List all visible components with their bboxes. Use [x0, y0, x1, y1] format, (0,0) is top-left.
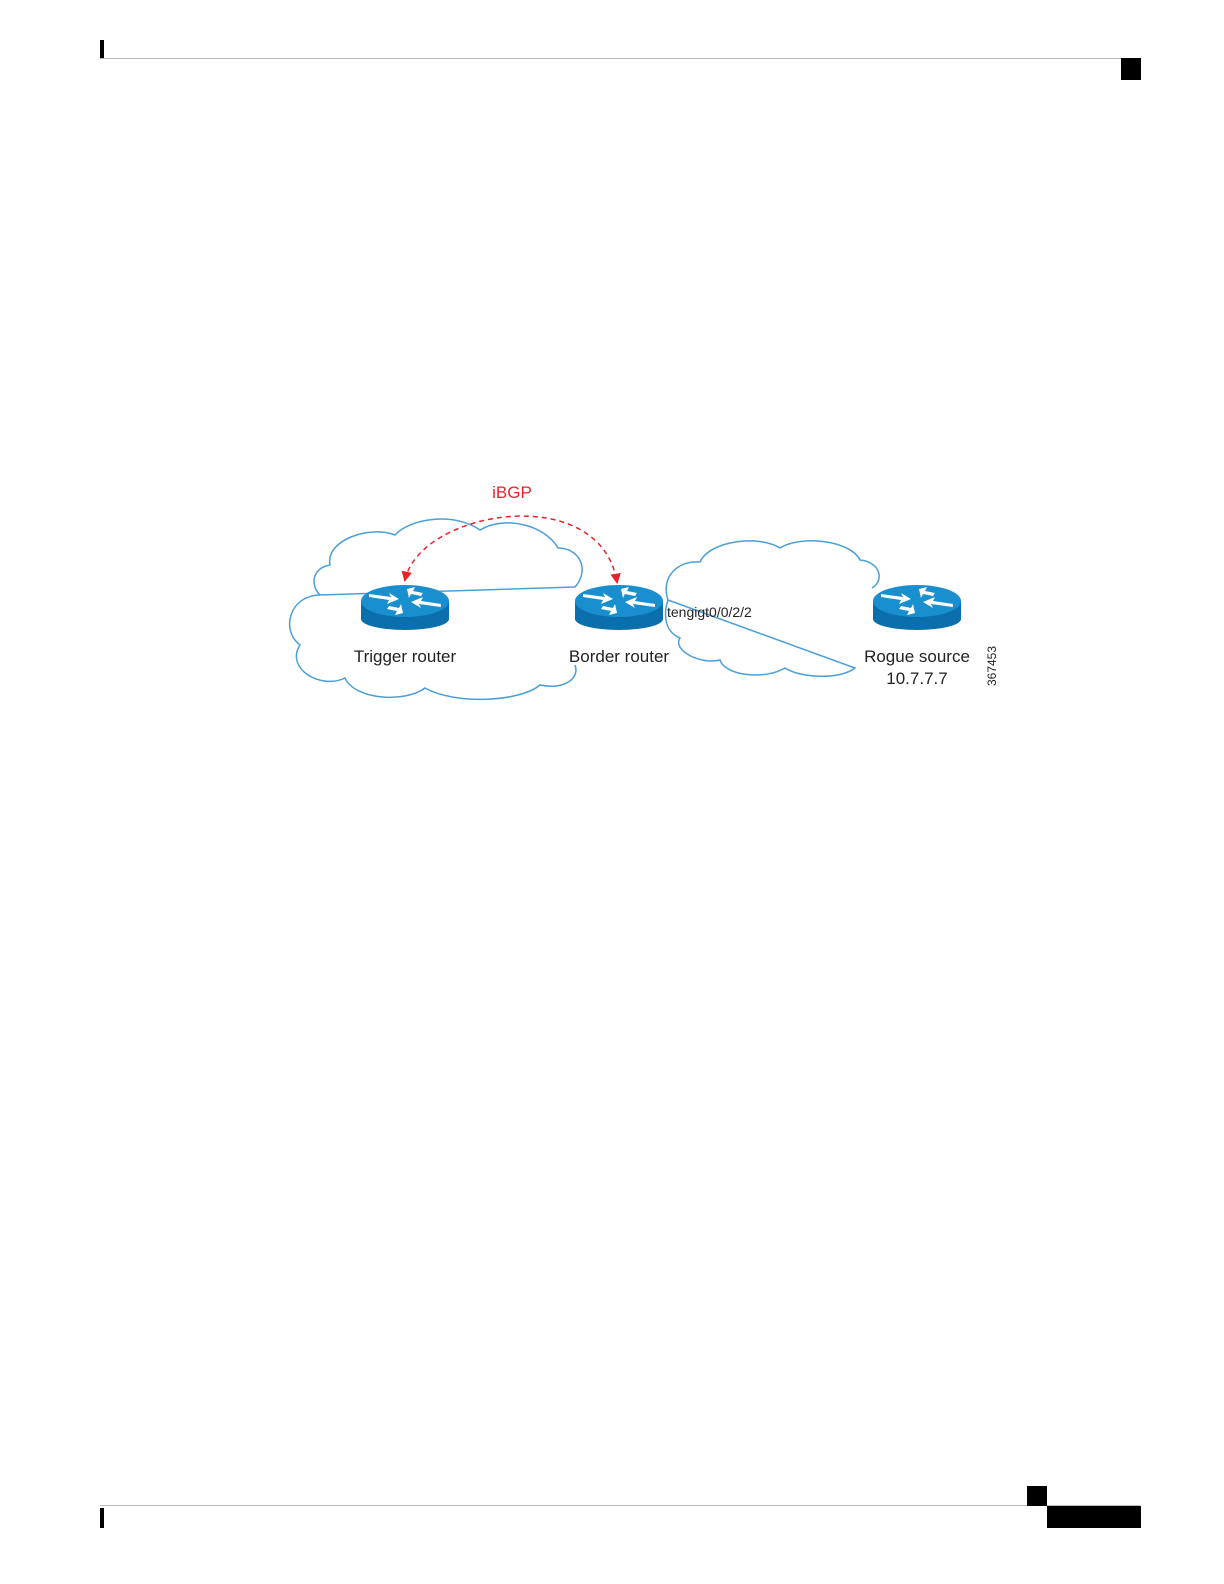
router-icon [575, 585, 663, 630]
rogue-source-address: 10.7.7.7 [886, 669, 947, 688]
figure-id: 367453 [985, 646, 999, 686]
ibgp-label: iBGP [492, 483, 532, 502]
trigger-router-label: Trigger router [354, 647, 457, 666]
router-icon [873, 585, 961, 630]
ibgp-session-link [405, 516, 617, 582]
border-router-label: Border router [569, 647, 669, 666]
rogue-source-label: Rogue source [864, 647, 970, 666]
router-icon [361, 585, 449, 630]
interface-label: tengigt0/0/2/2 [667, 604, 752, 620]
